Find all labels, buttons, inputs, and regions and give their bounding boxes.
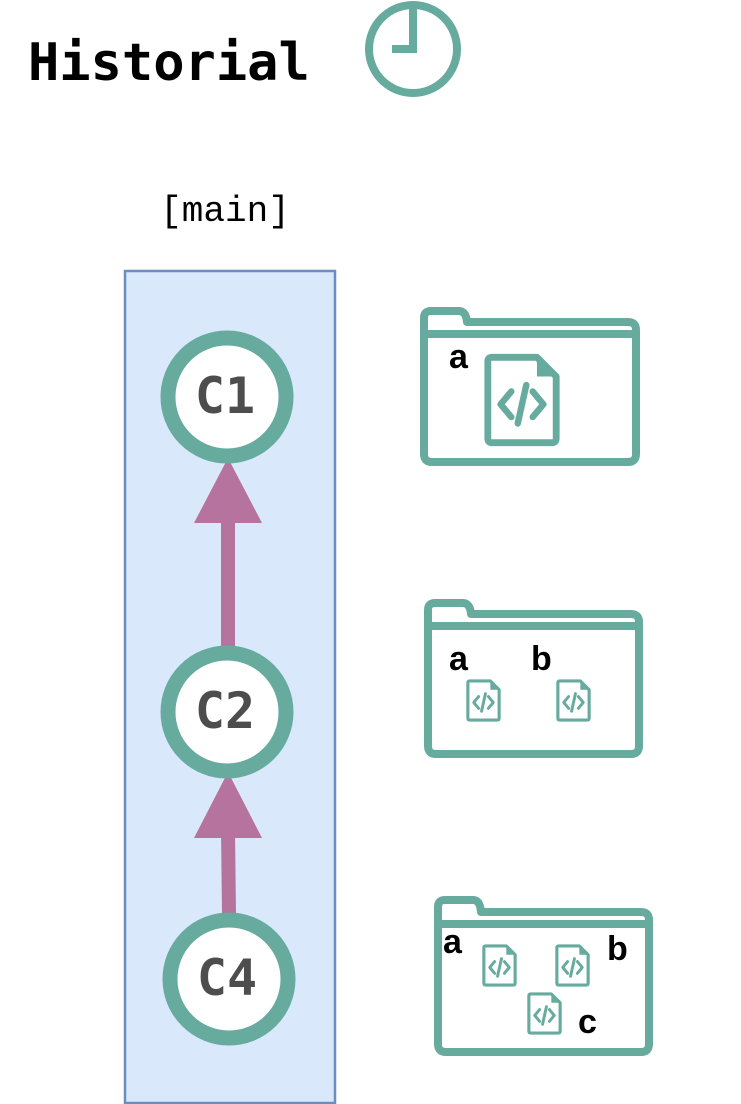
file-label: b [531, 640, 552, 678]
folder-icon [434, 896, 653, 1056]
commit-label: C1 [195, 367, 255, 425]
code-file-icon [488, 357, 556, 442]
code-file-icon [529, 994, 560, 1033]
file-label: a [449, 640, 469, 678]
branch-label: [main] [160, 191, 290, 232]
parent-arrow [194, 772, 262, 915]
clock-icon [365, 1, 461, 97]
folder-icon [424, 599, 643, 758]
file-label: a [449, 338, 469, 376]
folder-icon [420, 307, 640, 466]
file-label: b [607, 930, 628, 968]
commit-node-c1[interactable]: C1 [160, 330, 294, 464]
page-title: Historial [28, 33, 310, 93]
code-file-icon [468, 681, 499, 720]
snapshot-folder-c1: a [420, 307, 640, 466]
file-label: c [578, 1003, 597, 1041]
snapshot-folder-c4: a b c [434, 896, 653, 1056]
code-file-icon [484, 946, 515, 985]
code-file-icon [557, 946, 588, 985]
file-label: a [443, 923, 463, 961]
parent-arrow [194, 458, 262, 648]
snapshot-folder-c2: a b [424, 599, 643, 758]
commit-node-c2[interactable]: C2 [160, 645, 294, 779]
commit-node-c4[interactable]: C4 [162, 912, 296, 1046]
commit-label: C4 [197, 949, 257, 1007]
code-file-icon [558, 681, 589, 720]
commit-label: C2 [195, 682, 255, 740]
